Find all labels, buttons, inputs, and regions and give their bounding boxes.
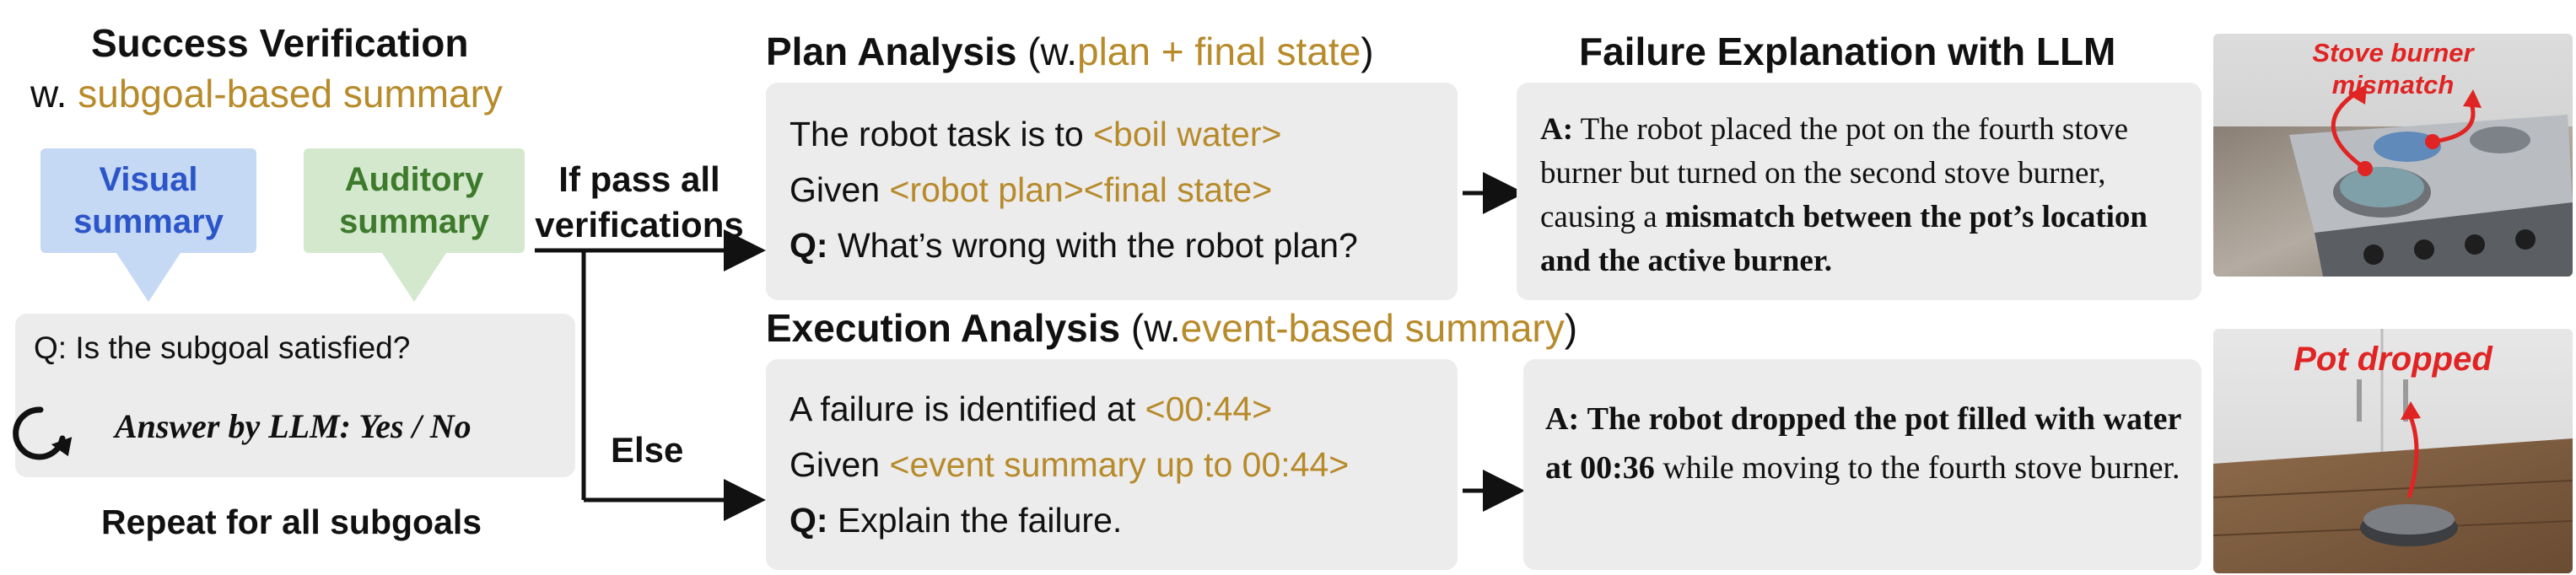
visual-summary-block: Visual summary — [40, 148, 256, 309]
plan-title: Plan Analysis — [766, 30, 1017, 73]
pot-dropped-image: Pot dropped — [2213, 329, 2573, 573]
exec-explanation-a: A: — [1545, 401, 1580, 437]
plan-heading: Plan Analysis (w.plan + final state) — [766, 29, 1374, 74]
else-label: Else — [611, 430, 684, 470]
exec-explanation-text: A: The robot dropped the pot filled with… — [1545, 395, 2186, 492]
visual-summary-arrow — [40, 148, 256, 302]
llm-answer: Answer by LLM: Yes / No — [115, 407, 472, 445]
plan-line-2: Given <robot plan><final state> — [790, 162, 1272, 218]
exec-explanation-panel: A: The robot dropped the pot filled with… — [1523, 359, 2201, 570]
plan-explanation-emphasis: mismatch between the pot’s location and … — [1540, 200, 2148, 278]
execution-source: event-based summary — [1180, 306, 1565, 350]
execution-line-1: A failure is identified at <00:44> — [790, 381, 1272, 437]
stove-mismatch-label: Stove burner mismatch — [2312, 38, 2474, 99]
plan-line-3-q: Q: — [790, 226, 828, 265]
exec-explanation-body: while moving to the fourth stove burner. — [1663, 450, 2180, 486]
plan-paren-open: (w. — [1027, 30, 1077, 73]
plan-paren-close: ) — [1361, 30, 1374, 73]
stove-image: Stove burner mismatch — [2213, 34, 2573, 277]
execution-panel: A failure is identified at <00:44> Given… — [766, 359, 1458, 570]
visual-summary-label: Visual summary — [73, 161, 224, 240]
execution-line-2-text: Given — [790, 445, 881, 484]
subgoal-question-panel: Q: Is the subgoal satisfied? Answer by L… — [15, 314, 575, 477]
pass-label: If pass all verifications — [535, 159, 744, 245]
success-title: Success Verification — [91, 21, 469, 65]
repeat-label: Repeat for all subgoals — [101, 502, 482, 541]
floor-illustration — [2213, 329, 2573, 573]
plan-explanation-a: A: — [1540, 112, 1574, 147]
plan-line-1-tag: <boil water> — [1093, 115, 1282, 153]
auditory-summary-arrow — [304, 148, 525, 302]
exec-explanation-emphasis: The robot dropped the pot filled with wa… — [1545, 401, 2181, 486]
explanation-title: Failure Explanation with LLM — [1579, 30, 2116, 73]
pot-dropped-label: Pot dropped — [2293, 341, 2492, 378]
execution-line-1-tag: <00:44> — [1145, 390, 1273, 428]
repeat-icon — [13, 406, 73, 460]
execution-paren-open: (w. — [1130, 306, 1181, 350]
plan-line-3: Q: What’s wrong with the robot plan? — [790, 218, 1358, 273]
execution-line-3-q: Q: — [790, 501, 828, 540]
plan-explanation-text: A: The robot placed the pot on the fourt… — [1540, 108, 2185, 283]
plan-explanation-panel: A: The robot placed the pot on the fourt… — [1517, 83, 2201, 300]
plan-line-1: The robot task is to <boil water> — [790, 106, 1281, 162]
plan-line-1-text: The robot task is to — [790, 115, 1084, 153]
execution-line-1-text: A failure is identified at — [790, 390, 1136, 428]
plan-panel: The robot task is to <boil water> Given … — [766, 83, 1458, 300]
execution-line-3-text: Explain the failure. — [837, 501, 1123, 540]
execution-title: Execution Analysis — [766, 306, 1121, 350]
success-subtitle: w. subgoal-based summary — [30, 71, 503, 116]
execution-heading: Execution Analysis (w.event-based summar… — [766, 305, 1577, 351]
success-prefix: w. — [30, 72, 67, 116]
plan-explanation-body: The robot placed the pot on the fourth s… — [1540, 112, 2129, 234]
success-method: subgoal-based summary — [78, 72, 503, 116]
plan-line-3-text: What’s wrong with the robot plan? — [837, 226, 1358, 265]
execution-line-2: Given <event summary up to 00:44> — [790, 437, 1349, 492]
plan-line-2-text: Given — [790, 170, 881, 209]
execution-line-3: Q: Explain the failure. — [790, 492, 1122, 548]
plan-line-2-tag: <robot plan><final state> — [889, 170, 1273, 209]
auditory-summary-label: Auditory summary — [339, 161, 489, 240]
subgoal-question: Q: Is the subgoal satisfied? — [34, 330, 411, 365]
execution-paren-close: ) — [1564, 306, 1578, 350]
execution-line-2-tag: <event summary up to 00:44> — [889, 445, 1350, 484]
auditory-summary-block: Auditory summary — [304, 148, 525, 309]
stove-illustration — [2213, 34, 2573, 277]
plan-source: plan + final state — [1077, 30, 1361, 73]
